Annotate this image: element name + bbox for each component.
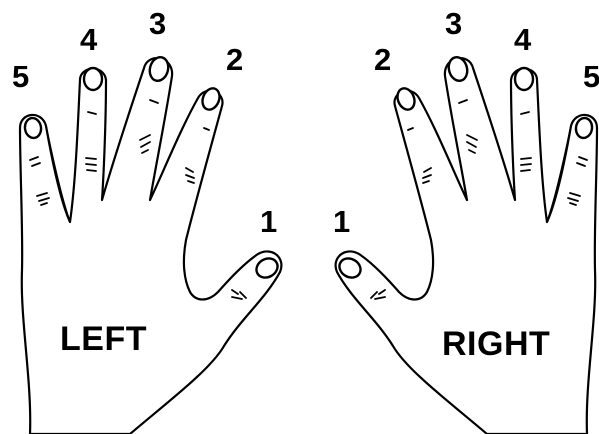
right-nail-ring bbox=[515, 68, 533, 90]
right-finger-5-number: 5 bbox=[583, 59, 599, 94]
right-hand bbox=[336, 55, 597, 434]
left-hand: 5 4 3 2 1 LEFT bbox=[12, 6, 281, 434]
right-finger-3-number: 3 bbox=[445, 6, 462, 41]
left-hand-outline bbox=[20, 58, 281, 434]
left-finger-2-number: 2 bbox=[226, 42, 243, 77]
left-finger-5-number: 5 bbox=[12, 59, 29, 94]
left-finger-1-number: 1 bbox=[260, 204, 277, 239]
right-finger-2-number: 2 bbox=[374, 42, 391, 77]
left-finger-3-number: 3 bbox=[149, 6, 166, 41]
left-hand-label: LEFT bbox=[60, 320, 147, 358]
right-finger-4-number: 4 bbox=[514, 22, 532, 57]
right-finger-1-number: 1 bbox=[333, 204, 350, 239]
right-hand-label: RIGHT bbox=[442, 325, 550, 363]
right-hand-outline bbox=[336, 58, 597, 434]
left-finger-4-number: 4 bbox=[80, 22, 98, 57]
left-nail-ring bbox=[84, 68, 102, 90]
